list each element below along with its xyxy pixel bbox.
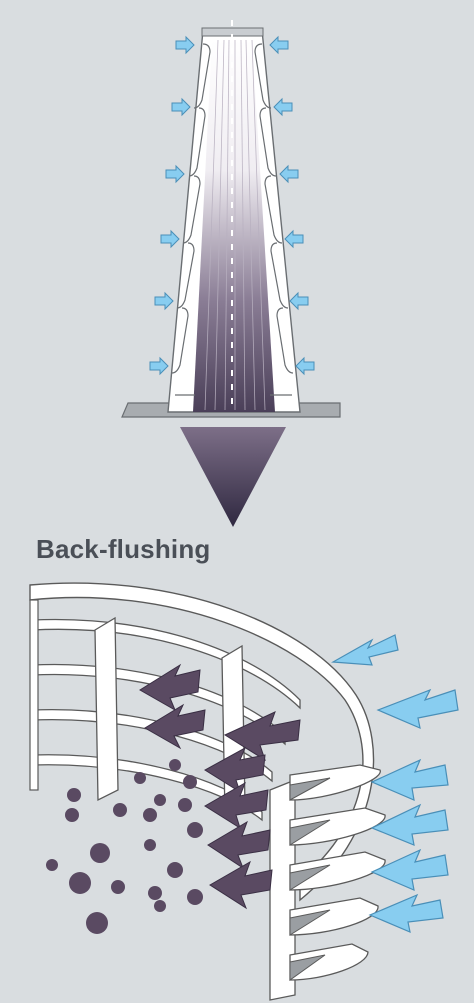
segment-lines xyxy=(171,43,294,396)
inflow-arrows xyxy=(149,35,315,376)
backflush-arrows xyxy=(139,663,301,910)
inflow-arrow-icon xyxy=(295,356,315,376)
inflow-arrow-icon xyxy=(165,164,185,184)
backflush-arrow-icon xyxy=(139,663,201,712)
screen-rings xyxy=(29,582,375,902)
wedge-wires xyxy=(289,764,386,981)
inflow-arrow-icon xyxy=(330,634,399,666)
inflow-arrow-icon xyxy=(370,758,449,801)
inflow-arrow-icon xyxy=(370,803,449,846)
backflush-arrow-icon xyxy=(204,746,266,794)
filter-element-diagram xyxy=(121,20,341,527)
core-lines xyxy=(204,39,266,411)
inflow-arrow-icon xyxy=(273,97,293,117)
filter-core xyxy=(193,40,275,412)
inflow-arrow-icon xyxy=(175,35,195,55)
inflow-arrow-icon xyxy=(376,688,459,730)
inflow-arrow-icon xyxy=(370,848,449,891)
inflow-arrow-icon xyxy=(284,229,304,249)
backflush-arrow-icon xyxy=(144,703,206,750)
backflush-diagram xyxy=(29,582,459,1001)
inflow-arrow-icon xyxy=(154,291,174,311)
inflow-arrow-icon xyxy=(160,229,180,249)
outflow-down-arrow-icon xyxy=(180,427,286,527)
inflow-arrow-icon xyxy=(279,164,299,184)
backflush-arrow-icon xyxy=(209,860,273,910)
backflush-arrow-icon xyxy=(204,781,269,830)
inflow-arrows-bottom xyxy=(330,634,459,933)
left-edge xyxy=(29,599,39,791)
backflush-arrow-icon xyxy=(207,820,271,870)
inflow-arrow-icon xyxy=(368,893,444,933)
inflow-arrow-icon xyxy=(269,35,289,55)
debris-particles xyxy=(46,759,203,934)
inflow-arrow-icon xyxy=(149,356,169,376)
section-label: Back-flushing xyxy=(36,534,211,564)
inflow-arrow-icon xyxy=(171,97,191,117)
inflow-arrow-icon xyxy=(289,291,309,311)
